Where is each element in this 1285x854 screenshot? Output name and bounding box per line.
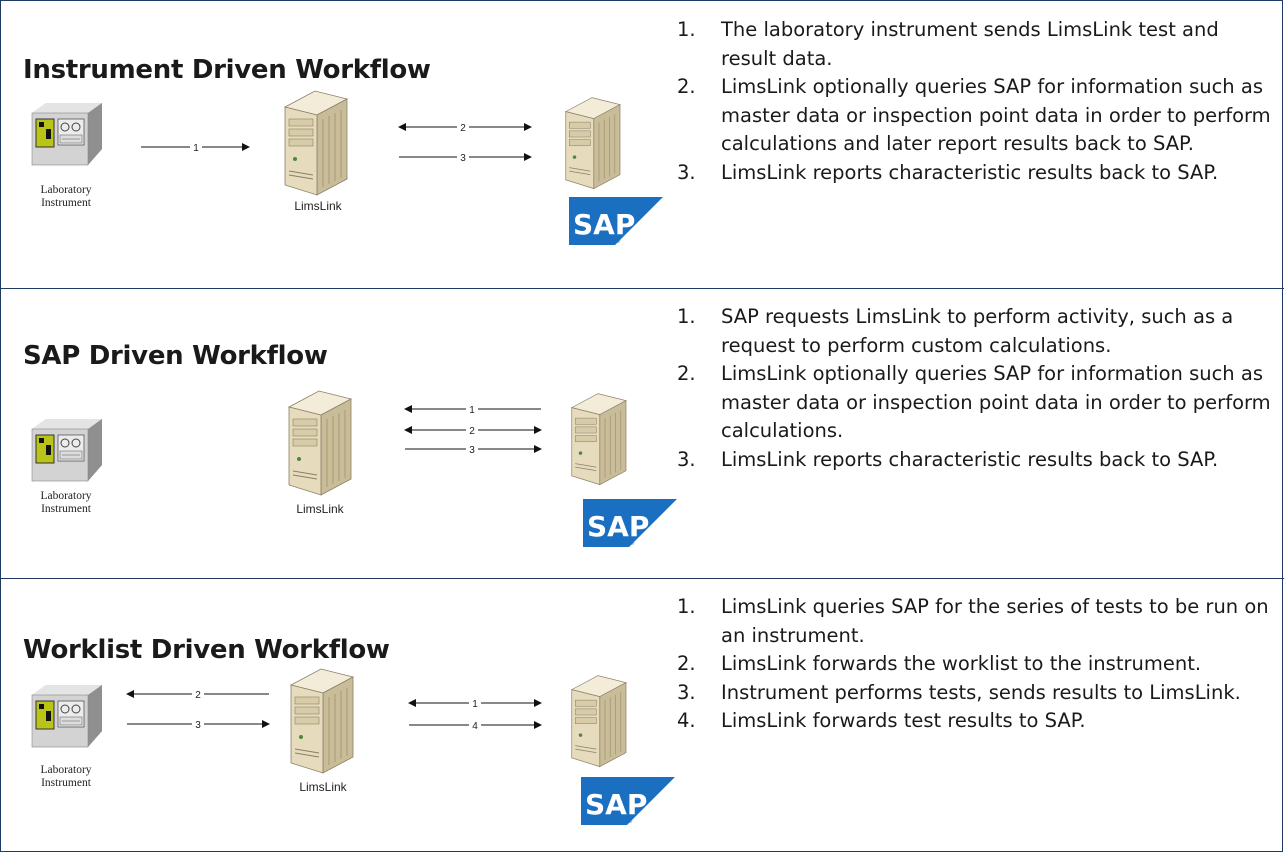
svg-text:SAP: SAP	[573, 208, 635, 241]
limslink-label: LimsLink	[296, 502, 344, 516]
svg-text:®: ®	[627, 818, 633, 825]
instrument-label-line2: Instrument	[41, 503, 91, 515]
limslink-label: LimsLink	[294, 199, 342, 213]
svg-text:SAP: SAP	[587, 510, 649, 543]
step-list: 1.The laboratory instrument sends LimsLi…	[669, 16, 1279, 187]
limslink-label: LimsLink	[299, 780, 347, 794]
step-item: 2.LimsLink forwards the worklist to the …	[677, 652, 1202, 675]
step-item: 3.Instrument performs tests, sends resul…	[677, 680, 1241, 704]
limslink-server-icon	[283, 90, 349, 196]
laboratory-instrument-icon	[31, 685, 102, 748]
step-list: 1.LimsLink queries SAP for the series of…	[669, 593, 1279, 736]
step-item: 3.LimsLink reports characteristic result…	[677, 160, 1219, 184]
arrow-2-label: 2	[469, 426, 475, 437]
arrow-1-label: 1	[469, 405, 475, 416]
section-title: Worklist Driven Workflow	[23, 635, 390, 665]
step-item: 1.SAP requests LimsLink to perform activ…	[677, 305, 1234, 357]
section-title: SAP Driven Workflow	[23, 341, 328, 371]
sap-driven-workflow-section: SAP Driven Workflow 1 2 3	[1, 288, 1284, 578]
arrow-1-label: 1	[472, 699, 478, 710]
instrument-label: Laboratory Instrument	[26, 764, 106, 790]
limslink-server-icon	[287, 390, 353, 496]
step-item: 1.LimsLink queries SAP for the series of…	[677, 595, 1269, 647]
instrument-label-line1: Laboratory	[40, 490, 92, 502]
svg-text:®: ®	[629, 540, 635, 547]
arrow-3-label: 3	[469, 445, 475, 456]
sap-logo-icon: SAP ®	[569, 197, 663, 245]
instrument-driven-workflow-section: Instrument Driven Workflow 1 2 3	[1, 1, 1284, 288]
instrument-label-line2: Instrument	[41, 777, 91, 789]
sap-driven-diagram: 1 2 3	[404, 403, 542, 456]
instrument-driven-diagram: 1 2 3	[141, 121, 532, 164]
worklist-driven-workflow-section: Worklist Driven Workflow 2 3 1 4	[1, 578, 1284, 853]
sap-server-icon	[564, 97, 621, 190]
arrow-3-label: 3	[460, 153, 466, 164]
step-item: 3.LimsLink reports characteristic result…	[677, 447, 1219, 471]
svg-text:SAP: SAP	[585, 788, 647, 821]
instrument-label-line2: Instrument	[41, 197, 91, 209]
section-title: Instrument Driven Workflow	[23, 55, 431, 85]
sap-logo-icon: SAP ®	[581, 777, 675, 825]
sap-server-icon	[570, 675, 627, 768]
step-item: 4.LimsLink forwards test results to SAP.	[677, 709, 1086, 732]
arrow-4-label: 4	[472, 721, 478, 732]
arrow-2-label: 2	[460, 123, 466, 134]
instrument-label-line1: Laboratory	[40, 184, 92, 196]
instrument-label-line1: Laboratory	[40, 764, 92, 776]
instrument-label: Laboratory Instrument	[26, 490, 106, 516]
arrow-2-label: 2	[195, 690, 201, 701]
svg-text:®: ®	[615, 238, 621, 245]
step-list: 1.SAP requests LimsLink to perform activ…	[669, 303, 1279, 474]
step-item: 2.LimsLink optionally queries SAP for in…	[677, 75, 1271, 155]
limslink-server-icon	[289, 668, 355, 774]
step-item: 2.LimsLink optionally queries SAP for in…	[677, 362, 1271, 442]
sap-server-icon	[570, 393, 627, 486]
sap-logo-icon: SAP ®	[583, 499, 677, 547]
arrow-1-label: 1	[193, 143, 199, 154]
arrow-3-label: 3	[195, 720, 201, 731]
step-item: 1.The laboratory instrument sends LimsLi…	[677, 18, 1219, 70]
worklist-driven-diagram: 2 3 1 4	[126, 688, 542, 732]
laboratory-instrument-icon	[31, 419, 102, 482]
laboratory-instrument-icon	[31, 103, 102, 166]
instrument-label: Laboratory Instrument	[26, 184, 106, 210]
